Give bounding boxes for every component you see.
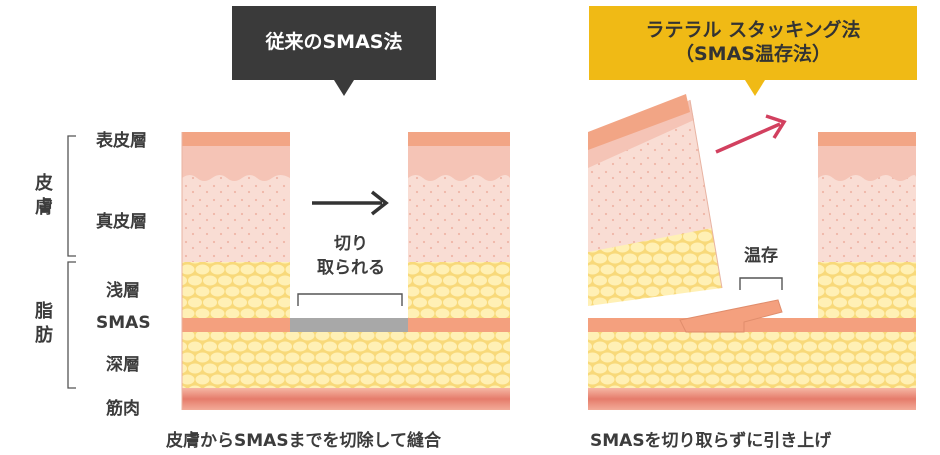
epidermis-layer	[408, 132, 510, 146]
dermis-wave	[408, 146, 510, 181]
right-panel-tissue	[588, 94, 916, 410]
callout-title: ラテラル スタッキング法	[645, 19, 861, 42]
group-bracket-skin	[67, 135, 76, 257]
superficial-fat-layer	[408, 262, 510, 318]
label-smas: SMAS	[96, 313, 151, 333]
callout-subtitle: （SMAS温存法）	[675, 43, 831, 65]
epidermis-layer	[182, 132, 290, 146]
callout-yellow-pointer	[745, 80, 765, 96]
preserve-bracket	[739, 277, 783, 290]
label-deep-fat: 深層	[106, 355, 140, 375]
label-dermis: 真皮層	[96, 212, 147, 232]
dermis-wave	[818, 146, 916, 181]
smas-lifted-flap	[679, 299, 783, 333]
deep-fat-layer	[182, 332, 510, 388]
deep-fat-layer	[588, 332, 916, 388]
left-panel-tissue	[181, 132, 510, 410]
label-superficial-fat: 浅層	[106, 281, 140, 301]
superficial-fat-layer	[182, 262, 290, 318]
caption-right: SMASを切り取らずに引き上げ	[590, 431, 832, 451]
smas-layer	[408, 318, 510, 332]
group-label-skin: 皮 膚	[35, 173, 53, 218]
callout-dark-pointer	[334, 80, 354, 96]
epidermis-layer	[818, 132, 916, 146]
callout-title: 従来のSMAS法	[265, 31, 403, 54]
cut-note: 切り 取られる	[317, 234, 385, 278]
preserve-note: 温存	[744, 246, 778, 266]
muscle-layer	[182, 388, 510, 410]
superficial-fat-layer	[818, 262, 916, 318]
arrow-right-icon	[312, 190, 389, 216]
smas-removed-section	[290, 318, 408, 332]
label-epidermis: 表皮層	[96, 131, 147, 151]
cut-bracket	[297, 293, 403, 306]
group-label-fat: 脂 肪	[35, 301, 53, 346]
dermis-wave	[182, 146, 290, 181]
smas-layer	[182, 318, 290, 332]
lifted-skin-flap	[588, 94, 723, 306]
muscle-layer	[588, 388, 916, 410]
arrow-up-right-icon	[715, 114, 787, 154]
group-bracket-fat	[67, 261, 76, 389]
label-muscle: 筋肉	[106, 399, 140, 419]
smas-layer	[588, 318, 916, 332]
caption-left: 皮膚からSMASまでを切除して縫合	[166, 431, 442, 451]
callout-conventional-smas: 従来のSMAS法	[232, 6, 436, 80]
callout-lateral-stacking: ラテラル スタッキング法 （SMAS温存法）	[589, 6, 917, 80]
